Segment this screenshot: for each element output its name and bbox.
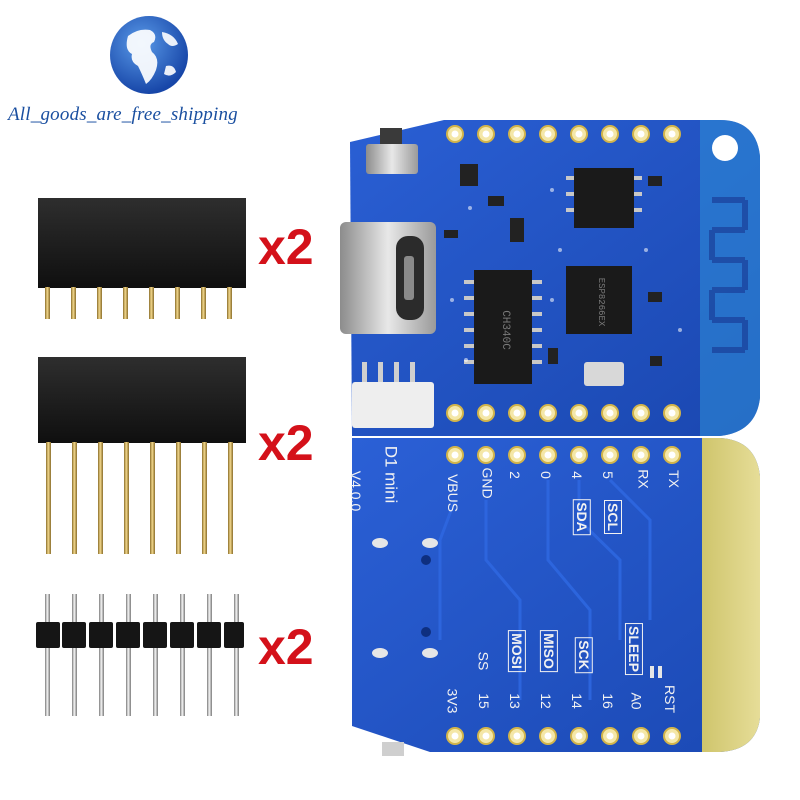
- battery-connector: [352, 382, 434, 428]
- globe-icon: [110, 16, 188, 94]
- pin-label: 12: [537, 693, 554, 709]
- pin-function-label: SCK: [574, 637, 593, 673]
- header-pins: [45, 287, 232, 319]
- female-header-short: [38, 198, 246, 319]
- chip-esp8266-label: ESP8266EX: [596, 278, 606, 327]
- chip-esp8266: [566, 266, 632, 334]
- pin-label: TX: [665, 470, 682, 488]
- chip-ch340c-label: CH340C: [499, 310, 511, 350]
- header-pins: [46, 442, 233, 554]
- pin-label: 5: [599, 471, 616, 479]
- pin-function-label: SDA: [572, 499, 591, 535]
- header-body: [38, 198, 246, 288]
- board-version: V4.0.0: [348, 470, 365, 512]
- header-pins: [45, 594, 239, 716]
- pin-function-label: SS: [475, 651, 492, 671]
- reset-button-edge: [382, 742, 404, 756]
- female-header-long: [38, 357, 246, 554]
- quantity-label: x2: [258, 619, 314, 675]
- pin-label: GND: [479, 467, 496, 499]
- antenna-area: [700, 120, 760, 436]
- pcb: [352, 438, 760, 752]
- pin-function-label: SCL: [604, 500, 622, 534]
- pin-label: A0: [628, 692, 645, 710]
- pin-label: 2: [506, 471, 523, 479]
- board-top: CH340C ESP8266EX: [340, 120, 760, 436]
- pin-function-label: MISO: [539, 630, 558, 672]
- board-title: D1 mini: [381, 445, 401, 504]
- pin-label: 15: [475, 693, 492, 709]
- solder-pads: [372, 538, 662, 678]
- pin-row-top: [446, 446, 681, 464]
- reset-button: [366, 144, 418, 174]
- crystal: [584, 362, 624, 386]
- header-body: [38, 357, 246, 443]
- pin-label: 3V3: [444, 688, 461, 714]
- quantity-label: x2: [258, 219, 314, 275]
- watermark-text: All_goods_are_free_shipping: [8, 104, 238, 125]
- header-body: [36, 622, 244, 648]
- pin-label: RX: [635, 469, 652, 489]
- smd-components: [444, 164, 662, 366]
- pin-label: 16: [599, 693, 616, 709]
- traces: [438, 478, 652, 700]
- pin-label: 14: [568, 693, 585, 709]
- quantity-label: x2: [258, 415, 314, 471]
- mounting-hole: [712, 135, 738, 161]
- antenna-area: [702, 438, 760, 752]
- chip-flash: [574, 168, 634, 228]
- pin-label: 13: [506, 693, 523, 709]
- pin-function-label: MOSI: [507, 630, 526, 672]
- chip-ch340c: [474, 270, 532, 384]
- pin-label: VBUS: [445, 473, 462, 513]
- pin-function-label: SLEEP: [624, 623, 643, 675]
- pin-label: RST: [662, 685, 678, 713]
- male-header: [36, 594, 244, 716]
- pin-row-bottom: [446, 404, 681, 422]
- pin-label: 0: [537, 471, 554, 479]
- board-bottom: [352, 438, 760, 756]
- pin-label: 4: [568, 471, 585, 479]
- antenna-trace: [709, 197, 748, 353]
